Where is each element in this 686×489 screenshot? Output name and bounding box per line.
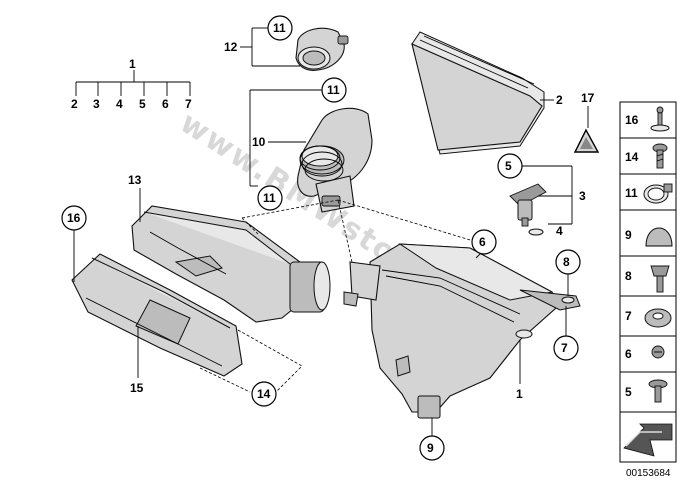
panel-label-8: 8 <box>625 269 632 283</box>
small-screw-icon <box>651 345 665 359</box>
label-group-4: 4 <box>116 97 123 111</box>
label-11-a: 11 <box>273 21 286 35</box>
callout-circle-16 <box>61 205 87 231</box>
label-13: 13 <box>128 173 142 187</box>
label-group-7: 7 <box>185 97 192 111</box>
grommet-icon <box>644 308 672 328</box>
panel-label-7: 7 <box>625 309 632 323</box>
hose-clamp-icon <box>643 183 673 204</box>
hardware-panel-frame <box>619 101 677 463</box>
panel-label-11: 11 <box>625 186 638 200</box>
label-16: 16 <box>67 211 81 225</box>
label-17: 17 <box>581 91 595 105</box>
callout-circle-9 <box>419 435 445 461</box>
push-clip-icon <box>650 106 670 132</box>
bolt-icon <box>650 265 670 293</box>
callout-circle-11-c <box>257 185 283 211</box>
label-11-b: 11 <box>327 83 340 97</box>
label-group-3: 3 <box>93 97 100 111</box>
label-15: 15 <box>130 381 144 395</box>
label-8: 8 <box>563 255 570 269</box>
callout-circle-14 <box>251 381 277 407</box>
label-5: 5 <box>505 159 512 173</box>
group-1-tree <box>75 70 191 96</box>
sensor-part-3 <box>509 183 547 236</box>
label-14: 14 <box>257 387 271 401</box>
flange-screw-icon <box>648 379 668 403</box>
intake-boot-part-12 <box>295 27 349 71</box>
filter-cover-part-2 <box>411 31 545 155</box>
callout-circle-7 <box>553 335 579 361</box>
filter-housing-part-1 <box>343 243 581 419</box>
label-3: 3 <box>579 189 586 203</box>
label-4: 4 <box>556 224 563 238</box>
warning-label-part-17 <box>573 128 600 153</box>
screw-icon <box>652 143 668 169</box>
callout-circle-11-a <box>267 15 293 41</box>
label-group-2: 2 <box>71 97 78 111</box>
label-2: 2 <box>556 93 563 107</box>
label-group-6: 6 <box>162 97 169 111</box>
label-1-top: 1 <box>129 57 136 71</box>
label-7: 7 <box>561 341 568 355</box>
label-12: 12 <box>224 40 238 54</box>
rubber-cap-icon <box>645 227 673 247</box>
intake-duct-part-13 <box>131 205 331 323</box>
callout-circle-11-b <box>321 77 347 103</box>
label-10: 10 <box>252 135 266 149</box>
label-1-housing: 1 <box>516 387 523 401</box>
hardware-panel: 16 14 11 9 8 7 6 5 <box>619 101 677 463</box>
label-11-c: 11 <box>263 191 276 205</box>
label-group-5: 5 <box>139 97 146 111</box>
panel-label-5: 5 <box>625 385 632 399</box>
panel-label-6: 6 <box>625 347 632 361</box>
panel-label-16: 16 <box>625 113 639 127</box>
panel-label-9: 9 <box>625 228 632 242</box>
document-number: 00153684 <box>626 468 671 479</box>
panel-label-14: 14 <box>625 150 639 164</box>
callout-circle-8 <box>555 249 581 275</box>
callout-circle-5 <box>497 153 523 179</box>
label-6: 6 <box>479 235 486 249</box>
lower-duct-part-15 <box>71 253 243 377</box>
bellows-hose-part-10 <box>297 107 373 213</box>
callout-circle-6 <box>471 229 497 255</box>
label-9: 9 <box>427 441 434 455</box>
direction-arrow-icon <box>623 423 673 457</box>
